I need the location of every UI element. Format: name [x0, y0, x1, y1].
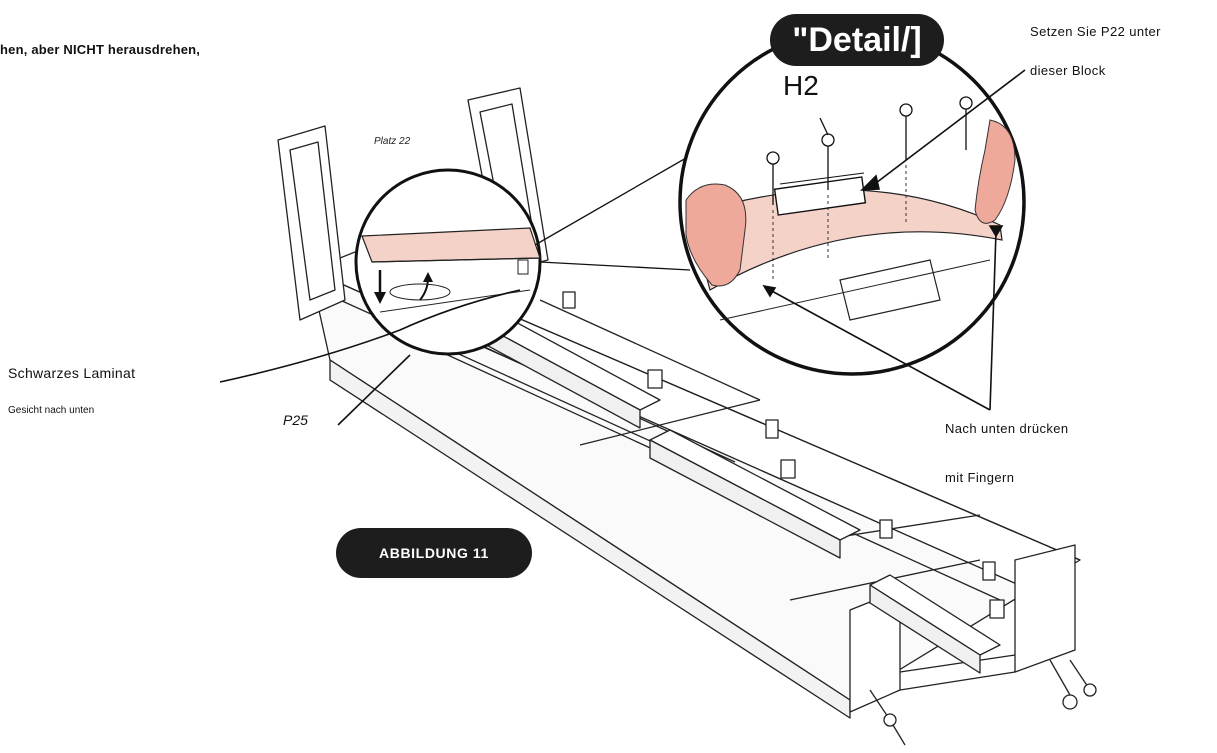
face-down-label: Gesicht nach unten — [8, 405, 95, 416]
screw-label-h2: H2 — [783, 70, 819, 101]
detail-circle-small — [354, 168, 542, 356]
figure-badge: ABBILDUNG 11 — [336, 528, 532, 578]
laminate-label: Schwarzes Laminat — [8, 365, 136, 381]
leveling-feet — [869, 659, 1097, 746]
platz-label: Platz 22 — [374, 136, 411, 147]
detail-badge: "Detail/] — [770, 14, 944, 66]
press-down-label-1: Nach unten drücken — [945, 421, 1069, 436]
set-block-label-2: dieser Block — [1030, 63, 1106, 78]
detail-circle-large — [678, 28, 1026, 376]
brackets — [562, 291, 1005, 619]
zoom-connector — [534, 149, 701, 271]
set-block-label-1: Setzen Sie P22 unter — [1030, 24, 1161, 39]
instruction-text: hen, aber NICHT herausdrehen, — [0, 42, 201, 57]
part-p25-label: P25 — [283, 412, 308, 428]
press-down-label-2: mit Fingern — [945, 470, 1015, 485]
leader-lines — [219, 69, 1026, 426]
